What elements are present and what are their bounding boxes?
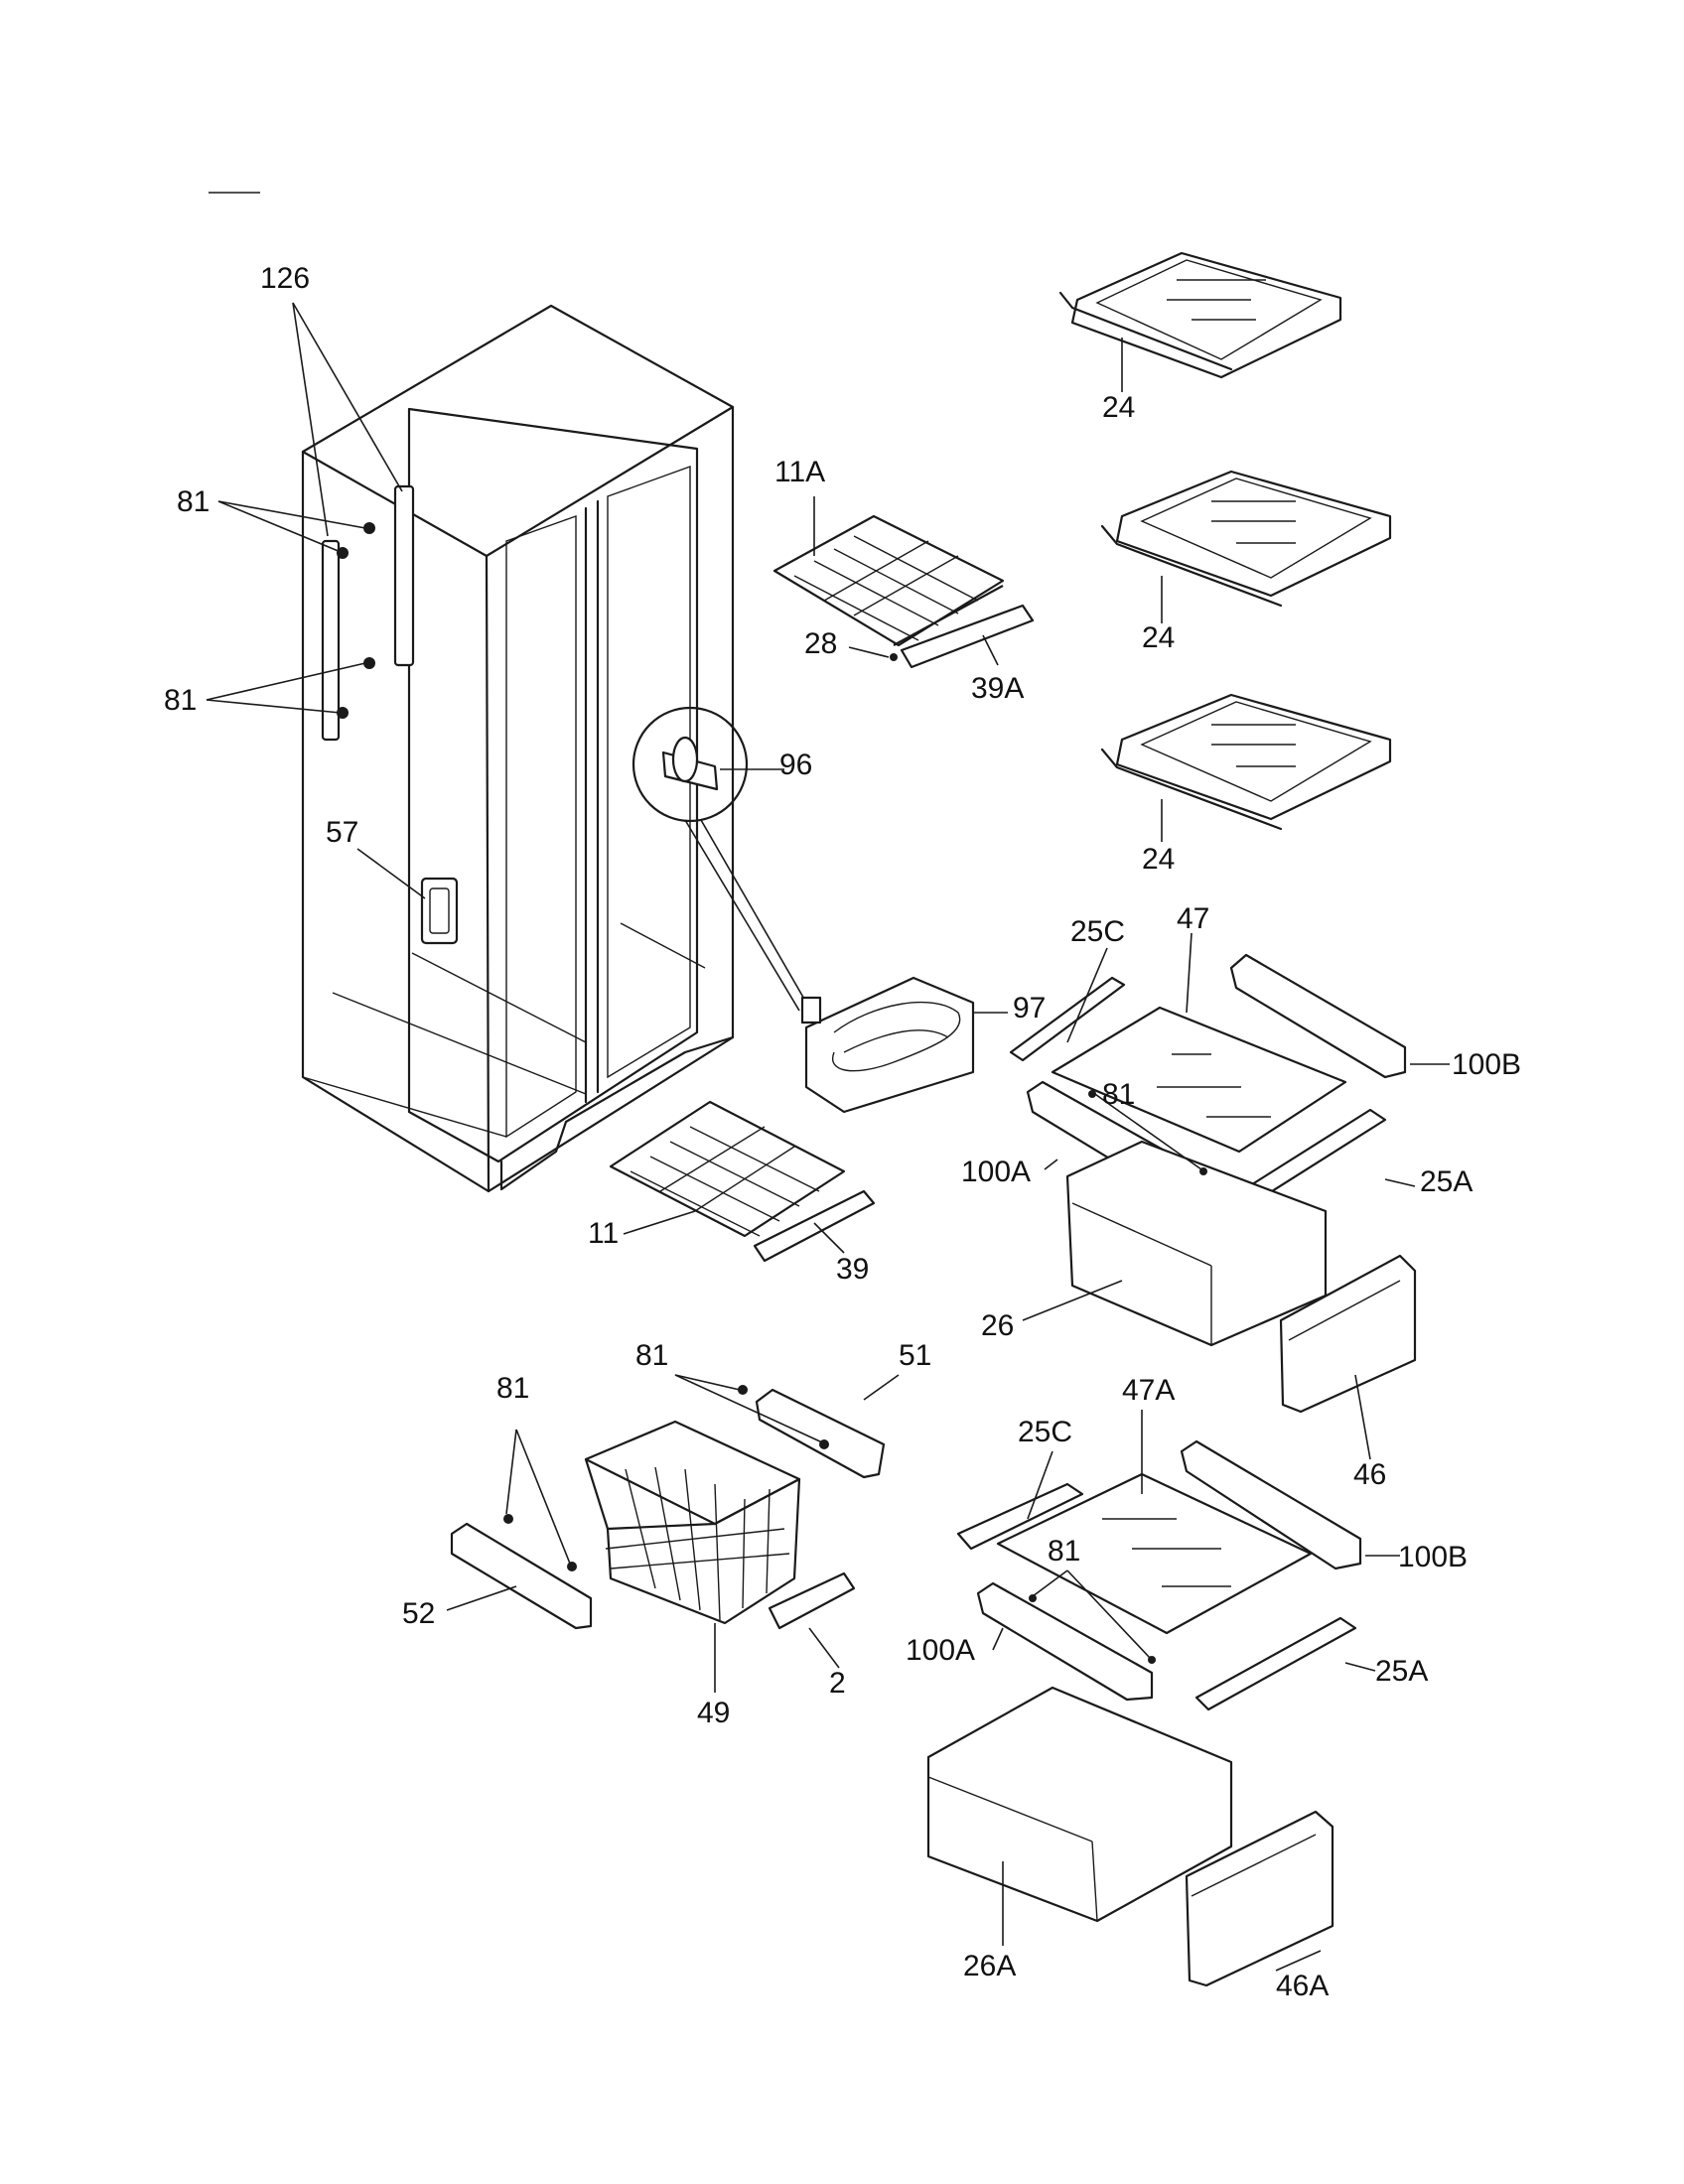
label-100A-lower: 100A — [906, 1634, 975, 1667]
label-47: 47 — [1177, 902, 1209, 935]
label-39A: 39A — [971, 672, 1024, 705]
crisper-lower-leaders — [992, 1410, 1400, 1972]
part-labels: 126 81 81 57 11A 28 39A 96 97 24 24 24 2… — [164, 262, 1521, 2002]
label-49: 49 — [697, 1697, 730, 1729]
shelf-24-mid — [1100, 470, 1392, 623]
label-2: 2 — [829, 1667, 846, 1700]
wire-shelf-11 — [609, 1100, 876, 1263]
cabinet-leaders — [206, 302, 426, 899]
label-24-top: 24 — [1102, 391, 1135, 424]
basket-assembly — [446, 1374, 900, 1693]
label-81-f: 81 — [1048, 1535, 1080, 1568]
label-47A: 47A — [1122, 1374, 1175, 1407]
label-24-mid: 24 — [1142, 621, 1175, 654]
door-stop-57 — [420, 877, 459, 945]
label-81-e: 81 — [496, 1372, 529, 1405]
crisper-assembly-lower — [926, 1439, 1362, 1987]
label-11A: 11A — [774, 456, 825, 488]
label-100B: 100B — [1452, 1048, 1521, 1081]
label-11: 11 — [588, 1217, 619, 1250]
label-100A: 100A — [961, 1156, 1031, 1188]
label-51: 51 — [899, 1339, 931, 1372]
shelf-24-top — [1058, 251, 1342, 392]
shelf-11A-leaders — [813, 496, 999, 666]
cabinet — [301, 304, 735, 1193]
label-57: 57 — [326, 816, 358, 849]
label-24-bot: 24 — [1142, 843, 1175, 876]
shelf-24-bot — [1100, 693, 1392, 842]
label-81-b: 81 — [164, 684, 197, 717]
detail-callout-96 — [632, 706, 810, 1012]
label-81-a: 81 — [177, 485, 210, 518]
label-96: 96 — [779, 749, 812, 781]
wire-shelf-11A — [772, 514, 1035, 669]
label-25C: 25C — [1070, 915, 1125, 948]
damper-97 — [800, 976, 1008, 1114]
label-100B-lower: 100B — [1398, 1541, 1468, 1573]
label-126: 126 — [260, 262, 310, 295]
label-25C-lower: 25C — [1018, 1416, 1072, 1448]
label-52: 52 — [402, 1597, 435, 1630]
label-81-c: 81 — [1102, 1078, 1135, 1111]
label-39: 39 — [836, 1253, 869, 1286]
hinge-bracket-126 — [393, 484, 415, 667]
label-46: 46 — [1353, 1458, 1386, 1491]
label-26A: 26A — [963, 1950, 1016, 1982]
label-46A: 46A — [1276, 1970, 1329, 2002]
label-25A-lower: 25A — [1375, 1655, 1428, 1688]
crisper-assembly-upper — [1009, 953, 1417, 1414]
label-28: 28 — [804, 627, 837, 660]
label-26: 26 — [981, 1309, 1014, 1342]
label-81-d: 81 — [635, 1339, 668, 1372]
hinge-bracket-126b — [321, 539, 341, 742]
label-25A: 25A — [1420, 1165, 1473, 1198]
crisper-upper-leaders — [1022, 932, 1450, 1460]
label-97: 97 — [1013, 992, 1046, 1024]
